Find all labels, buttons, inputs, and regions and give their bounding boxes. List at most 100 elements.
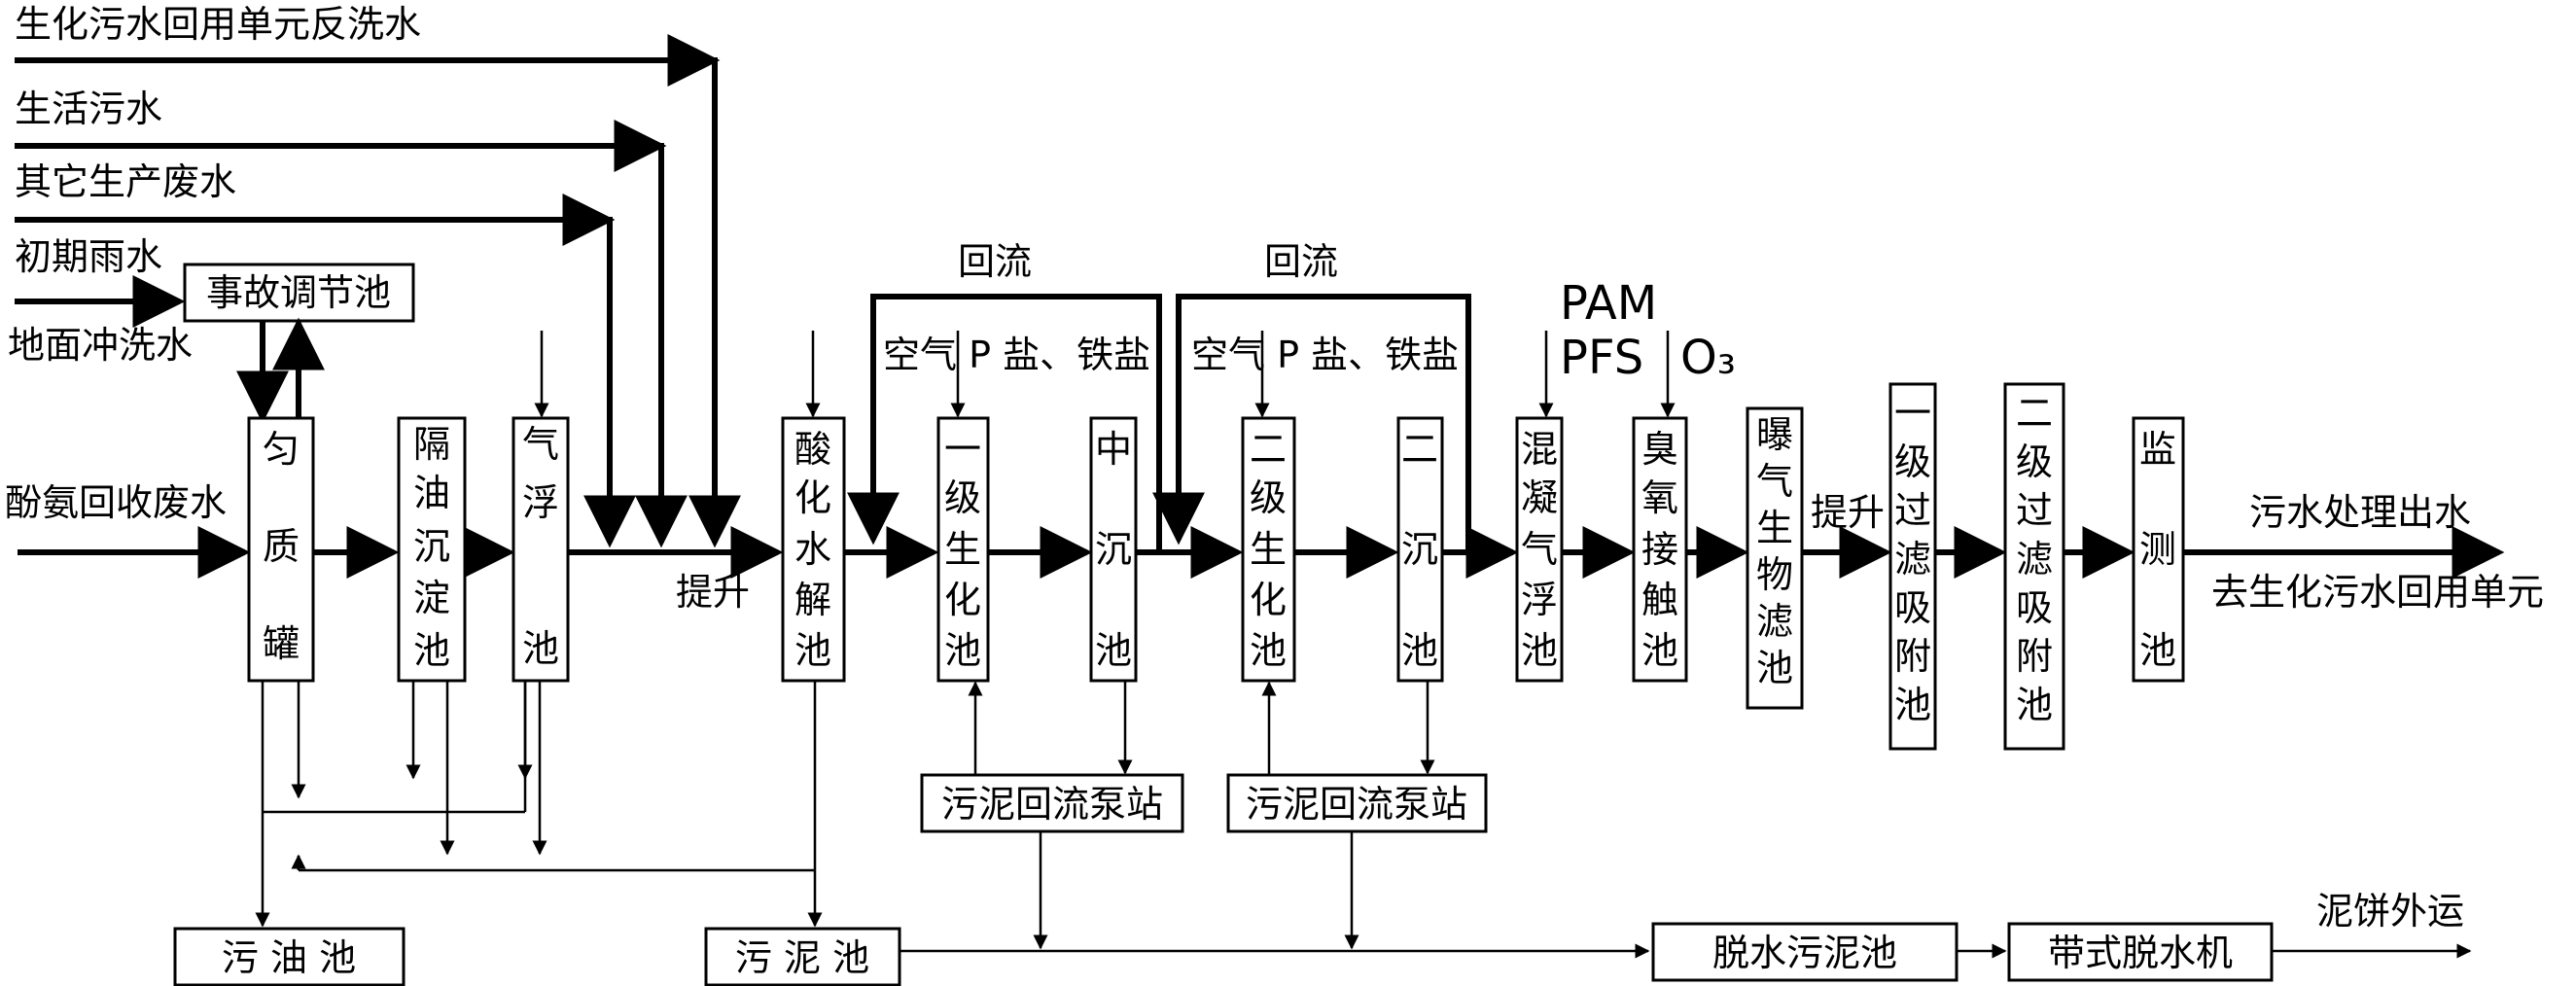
svg-text:级: 级: [1250, 476, 1287, 519]
svg-text:一: 一: [1894, 392, 1931, 435]
svg-text:池: 池: [1521, 629, 1558, 672]
unit-homogenizer: 匀 质 罐: [247, 416, 315, 683]
svg-text:沉: 沉: [1095, 528, 1132, 571]
svg-text:过: 过: [1894, 489, 1931, 532]
belt-press: [2007, 922, 2274, 982]
svg-text:气: 气: [522, 423, 559, 466]
lift-label-1: 提升: [676, 571, 750, 614]
reflux-loop-1: [847, 294, 1162, 552]
svg-text:质: 质: [263, 525, 300, 568]
svg-text:级: 级: [944, 476, 981, 519]
svg-text:物: 物: [1756, 553, 1793, 596]
svg-text:氧: 氧: [1641, 476, 1678, 519]
svg-text:二: 二: [2016, 392, 2053, 435]
svg-text:过: 过: [2016, 489, 2053, 532]
unit-air-flotation: 气 浮 池: [512, 416, 570, 683]
svg-text:混: 混: [1521, 428, 1558, 471]
svg-text:生: 生: [1756, 507, 1793, 549]
svg-text:滤: 滤: [2016, 538, 2053, 581]
unit-coag-flotation: 混 凝 气 浮 池: [1515, 416, 1564, 683]
svg-text:水: 水: [794, 528, 831, 571]
svg-text:化: 化: [794, 476, 831, 519]
sludge-return-station-1: [920, 773, 1184, 833]
svg-text:池: 池: [1641, 629, 1678, 672]
accident-tank-label: 事故调节池: [206, 271, 391, 314]
sludge-network: [255, 681, 2472, 959]
svg-text:沉: 沉: [1401, 528, 1438, 571]
svg-text:浮: 浮: [522, 481, 559, 524]
unit-secondary-bio: 二 级 生 化 池: [1241, 416, 1296, 683]
unit-secondary-filter: 二 级 过 滤 吸 附 池: [2003, 382, 2065, 751]
svg-text:化: 化: [944, 579, 981, 621]
svg-text:滤: 滤: [1756, 600, 1793, 643]
svg-text:池: 池: [1894, 684, 1931, 726]
svg-text:池: 池: [944, 629, 981, 672]
svg-text:触: 触: [1641, 579, 1678, 621]
svg-text:污泥回流泵站: 污泥回流泵站: [941, 783, 1163, 826]
input-other-wastewater: 其它生产废水: [15, 160, 236, 203]
svg-text:酸: 酸: [794, 428, 831, 471]
input-floor-washing: 地面冲洗水: [8, 324, 193, 367]
svg-text:脱水污泥池: 脱水污泥池: [1712, 932, 1897, 974]
input-lines: 生化污水回用单元反洗水 生活污水 其它生产废水 初期雨水 地面冲洗水: [8, 3, 741, 548]
unit-mid-sedimentation: 中 沉 池: [1089, 416, 1138, 683]
unit-acid-hydrolysis: 酸 化 水 解 池: [781, 416, 846, 683]
svg-text:污 油 池: 污 油 池: [222, 936, 356, 979]
cake-out-label: 泥饼外运: [2316, 890, 2464, 933]
svg-text:滤: 滤: [1894, 538, 1931, 581]
svg-text:污泥回流泵站: 污泥回流泵站: [1246, 783, 1467, 826]
svg-text:带式脱水机: 带式脱水机: [2048, 932, 2233, 974]
svg-text:沉: 沉: [413, 525, 450, 568]
svg-text:生: 生: [1250, 528, 1287, 571]
svg-text:测: 测: [2139, 528, 2176, 571]
svg-text:吸: 吸: [2016, 586, 2053, 629]
lift-label-2: 提升: [1811, 491, 1885, 534]
sludge-pool: [704, 927, 901, 986]
svg-text:臭: 臭: [1641, 428, 1678, 471]
svg-text:池: 池: [2016, 684, 2053, 726]
pam-label: PAM: [1560, 276, 1657, 331]
svg-text:解: 解: [794, 579, 831, 621]
dosing-label-1: 空气 P 盐、铁盐: [883, 334, 1150, 376]
input-biochem-backwash: 生化污水回用单元反洗水: [15, 3, 421, 46]
unit-monitor-pool: 监 测 池: [2132, 416, 2185, 683]
o3-label: O₃: [1680, 331, 1736, 385]
dewater-sludge-pool: [1651, 922, 1958, 982]
unit-ozone-contact: 臭 氧 接 触 池: [1632, 416, 1688, 683]
reflux-loop-2: [1152, 294, 1471, 552]
svg-text:池: 池: [1756, 647, 1793, 689]
svg-text:吸: 吸: [1894, 586, 1931, 629]
dosing-label-2: 空气 P 盐、铁盐: [1191, 334, 1459, 376]
svg-text:池: 池: [1401, 629, 1438, 672]
svg-text:罐: 罐: [263, 622, 300, 665]
input-domestic-sewage: 生活污水: [15, 88, 162, 130]
svg-text:池: 池: [2139, 629, 2176, 672]
svg-text:隔: 隔: [413, 423, 450, 466]
effluent-label: 污水处理出水: [2249, 491, 2471, 534]
svg-text:气: 气: [1756, 460, 1793, 503]
reflux-label-2: 回流: [1264, 240, 1338, 283]
svg-text:监: 监: [2139, 428, 2176, 471]
svg-text:级: 级: [1894, 440, 1931, 483]
svg-text:附: 附: [2016, 635, 2053, 678]
svg-text:池: 池: [1095, 629, 1132, 672]
svg-text:气: 气: [1521, 528, 1558, 571]
svg-text:浮: 浮: [1521, 579, 1558, 621]
pfs-label: PFS: [1560, 331, 1643, 385]
svg-text:池: 池: [413, 629, 450, 672]
svg-text:中: 中: [1095, 428, 1132, 471]
phenol-ammonia-label: 酚氨回收废水: [5, 481, 227, 524]
svg-text:附: 附: [1894, 635, 1931, 678]
sludge-return-station-2: [1226, 773, 1488, 833]
svg-text:池: 池: [1250, 629, 1287, 672]
svg-text:化: 化: [1250, 579, 1287, 621]
reflux-label-1: 回流: [958, 240, 1032, 283]
input-initial-rain: 初期雨水: [15, 235, 162, 278]
svg-text:二: 二: [1401, 428, 1438, 471]
svg-text:污 泥 池: 污 泥 池: [735, 936, 869, 979]
unit-primary-filter: 一 级 过 滤 吸 附 池: [1888, 382, 1937, 751]
unit-secondary-sedimentation: 二 沉 池: [1396, 416, 1444, 683]
unit-baf: 曝 气 生 物 滤 池: [1746, 406, 1804, 710]
svg-text:级: 级: [2016, 440, 2053, 483]
